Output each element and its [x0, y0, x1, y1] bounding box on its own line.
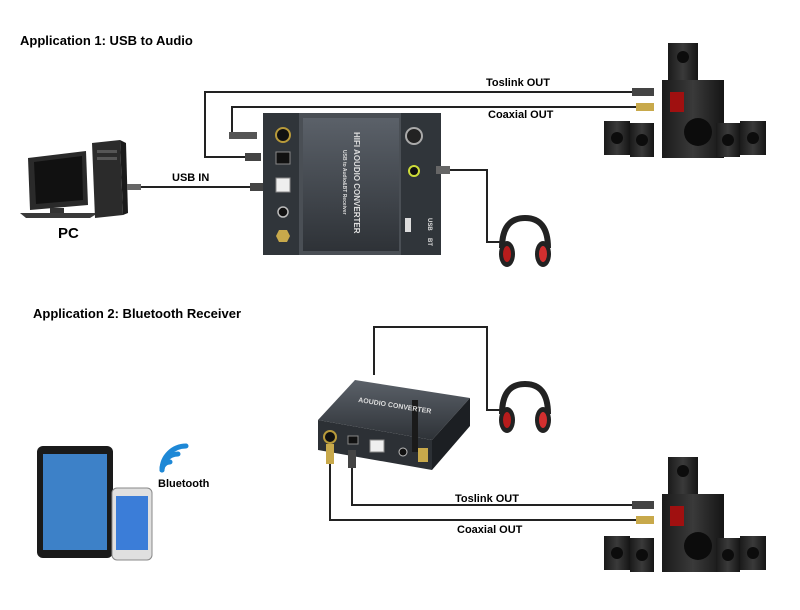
bluetooth-label: Bluetooth: [158, 478, 210, 490]
headphones-icon-2: [499, 380, 551, 433]
device-subtitle-1: USB to Audio&BT Receiver: [341, 150, 347, 215]
usb-cable: [127, 183, 264, 191]
converter-device-1: [263, 113, 441, 255]
phone-icon: [111, 487, 153, 561]
toslink-cable-2: [351, 452, 632, 506]
speaker-system-icon-1: [604, 43, 766, 158]
usb-in-label: USB IN: [172, 172, 210, 184]
toslink-out-label-2: Toslink OUT: [455, 493, 519, 505]
headphones-icon-1: [499, 214, 551, 267]
usb-switch-top: USB: [426, 218, 432, 231]
coaxial-plug-1b: [636, 103, 654, 111]
usb-switch-bottom: BT: [426, 238, 432, 246]
toslink-out-label-1: Toslink OUT: [486, 77, 550, 89]
coaxial-cable-2: [329, 445, 636, 521]
coaxial-out-label-2: Coaxial OUT: [457, 524, 523, 536]
toslink-plug-1b: [632, 88, 654, 96]
headphone-cable-2: [373, 326, 500, 411]
headphone-cable-1: [440, 169, 500, 243]
coaxial-out-label-1: Coaxial OUT: [488, 109, 554, 121]
converter-device-2: [318, 380, 470, 470]
section1-title: Application 1: USB to Audio: [20, 33, 193, 48]
section2-title: Application 2: Bluetooth Receiver: [33, 306, 242, 321]
toslink-cable-1: [204, 91, 632, 158]
device-title-1: HIFI AOUDIO CONVERTER: [352, 132, 361, 234]
pc-monitor-icon: [20, 151, 98, 218]
pc-tower-icon: [92, 140, 128, 218]
coaxial-cable-1: [231, 106, 636, 135]
bluetooth-icon: [159, 443, 189, 473]
pc-label: PC: [58, 225, 79, 242]
speaker-system-icon-2: [604, 457, 766, 572]
toslink-plug-1: [245, 153, 261, 161]
tablet-icon: [37, 446, 113, 558]
coaxial-plug-1: [229, 132, 257, 139]
